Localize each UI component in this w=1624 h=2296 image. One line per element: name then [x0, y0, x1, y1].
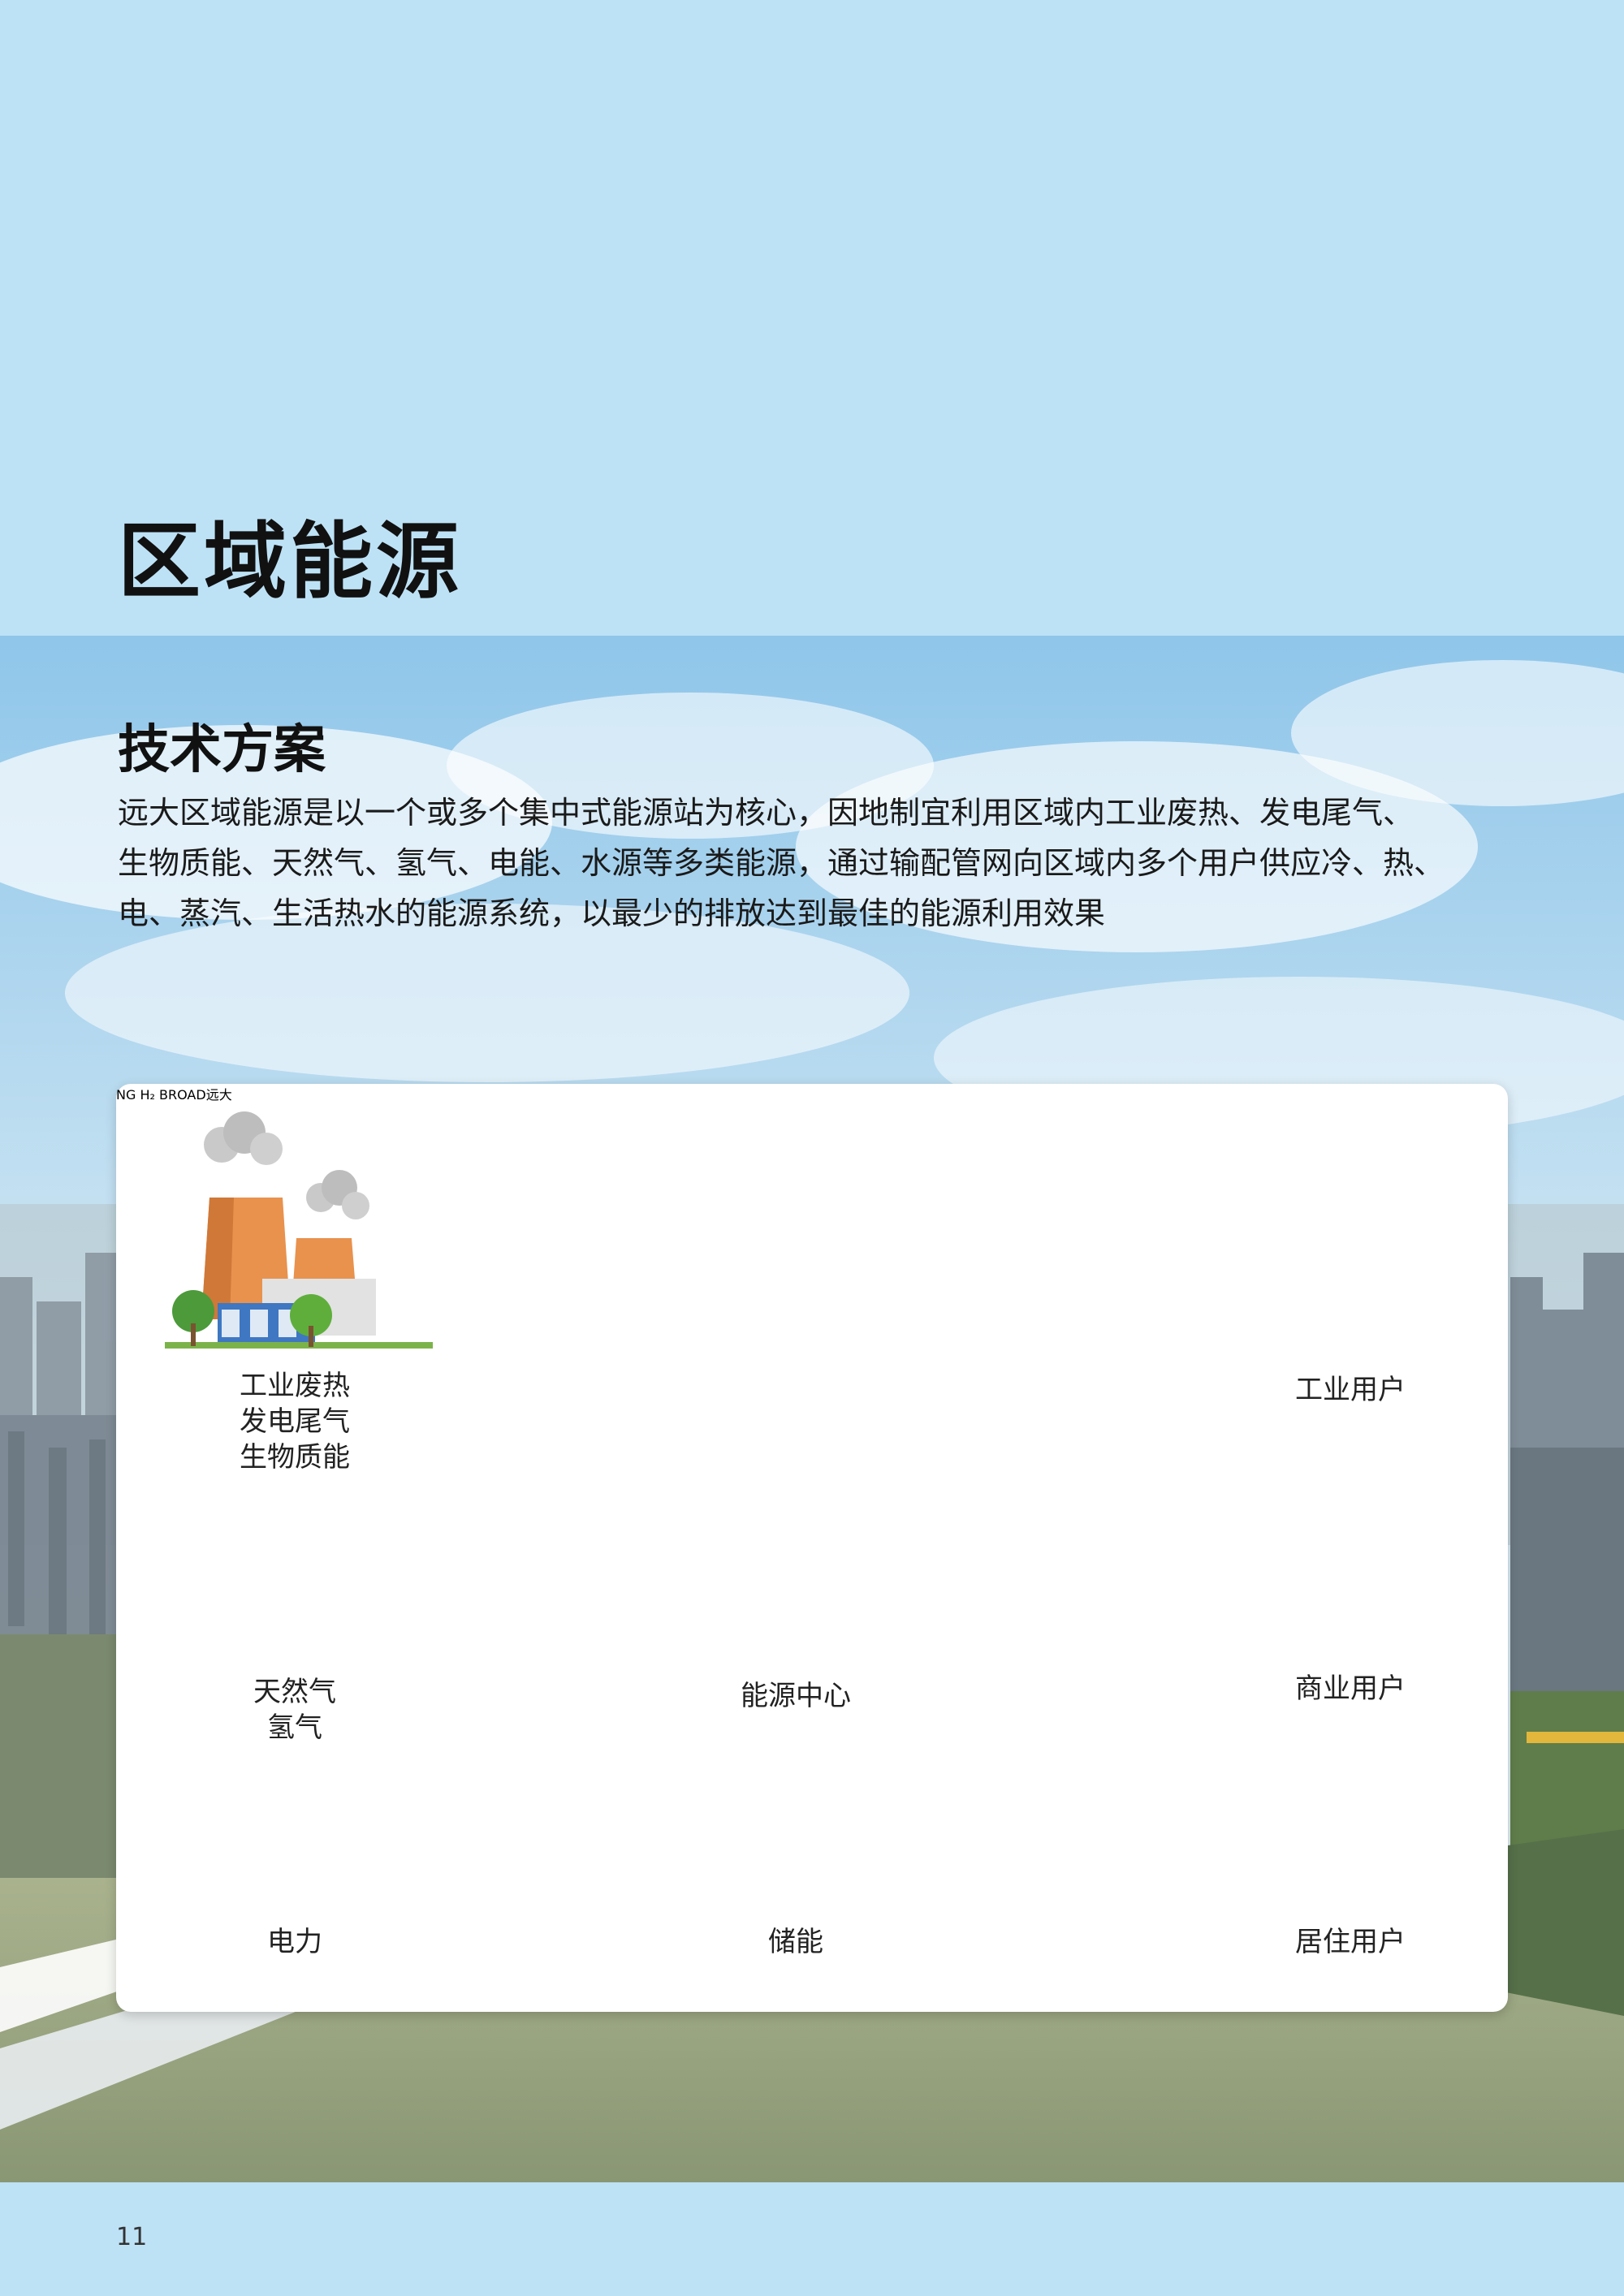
description-line: 电、蒸汽、生活热水的能源系统，以最少的排放达到最佳的能源利用效果 — [118, 896, 1106, 931]
h2-tank-label: H₂ — [140, 1087, 155, 1103]
label-power-exhaust: 发电尾气 — [240, 1405, 350, 1438]
section-description: 远大区域能源是以一个或多个集中式能源站为核心，因地制宜利用区域内工业废热、发电尾… — [118, 788, 1514, 939]
machine-brand-label: BROAD远大 — [159, 1087, 232, 1103]
page-number: 11 — [116, 2223, 148, 2251]
label-electric-power: 电力 — [267, 1926, 322, 1958]
industrial-user-label: 工业用户 — [1295, 1374, 1406, 1406]
energy-diagram-card: NG H₂ — [116, 1084, 1508, 2012]
description-line: 生物质能、天然气、氢气、电能、水源等多类能源，通过输配管网向区域内多个用户供应冷… — [118, 845, 1445, 881]
energy-center-label: 能源中心 — [741, 1680, 851, 1712]
label-biomass: 生物质能 — [240, 1441, 350, 1474]
section-subtitle: 技术方案 — [118, 720, 326, 780]
label-industrial-waste-heat: 工业废热 — [240, 1370, 350, 1402]
leaf-icon: BROAD远大 — [159, 1087, 1406, 1958]
leaf-icon: BROAD远大 — [159, 1087, 1406, 1958]
chimney-icon: BROAD远大 — [159, 1087, 1406, 1958]
page-title: 区域能源 — [118, 514, 462, 611]
source-label-gas: 天然气 氢气 — [205, 1674, 384, 1746]
storage-label: 储能 — [768, 1926, 823, 1958]
source-label-power: 电力 — [205, 1924, 384, 1960]
label-natural-gas: 天然气 — [253, 1676, 336, 1708]
source-label-waste-heat: 工业废热 发电尾气 生物质能 — [205, 1368, 384, 1475]
label-hydrogen: 氢气 — [267, 1711, 322, 1744]
residential-user-label: 居住用户 — [1295, 1926, 1406, 1958]
description-line: 远大区域能源是以一个或多个集中式能源站为核心，因地制宜利用区域内工业废热、发电尾… — [118, 795, 1415, 831]
ng-tank-label: NG — [116, 1087, 136, 1103]
commercial-user-label: 商业用户 — [1295, 1672, 1406, 1705]
energy-flow-diagram — [165, 1111, 433, 1349]
power-plant-icon — [165, 1111, 433, 1349]
